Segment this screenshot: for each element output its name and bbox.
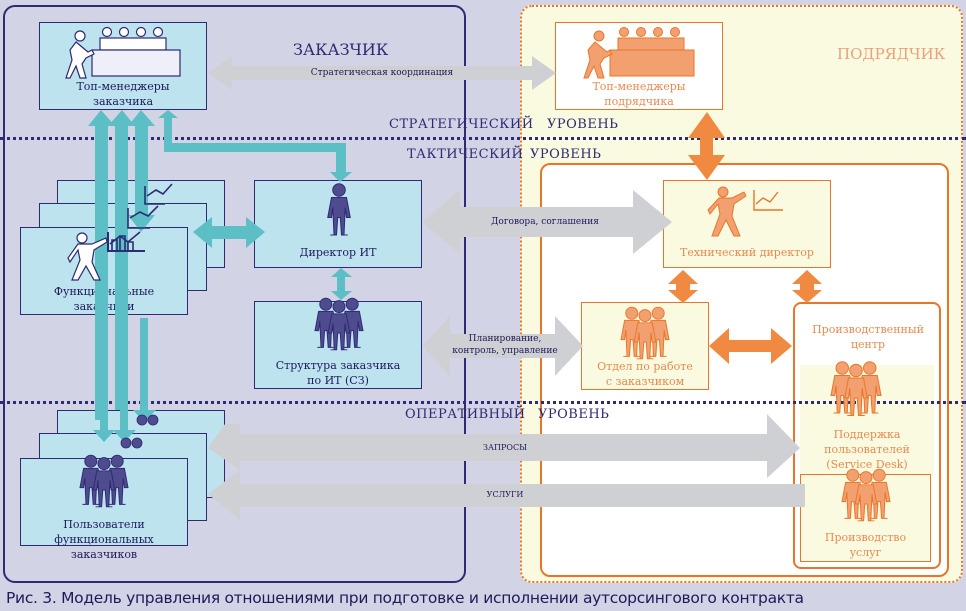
- contracts-label: Договора, соглашения: [491, 217, 599, 227]
- tactical-operational-separator: [0, 401, 966, 404]
- users-label: Пользователи функциональных заказчиков: [54, 518, 154, 561]
- client-department-icon: [621, 307, 669, 359]
- strategic-tactical-separator: [0, 137, 966, 140]
- service-production-label: Производство услуг: [824, 531, 907, 559]
- tech-client-dept-arrow: [668, 270, 698, 303]
- services-arrow: [208, 470, 805, 520]
- functional-to-users-arrow-1: [93, 318, 115, 442]
- teal-arrows: [88, 110, 352, 442]
- service-production-icon: [842, 469, 890, 521]
- it-structure-label: Структура заказчика по ИТ (СЗ): [275, 359, 401, 387]
- client-dept-production-arrow: [709, 328, 792, 364]
- planning-arrow: [422, 316, 583, 376]
- it-director-label: Директор ИТ: [299, 246, 377, 259]
- client-department-label: Отдел по работе с заказчиком: [597, 360, 693, 388]
- tech-production-arrow: [792, 270, 822, 303]
- contractor-title: ПОДРЯДЧИК: [837, 45, 946, 63]
- service-desk-label: Поддержка пользователей (Service Desk): [824, 428, 910, 471]
- orange-arrows: [668, 112, 822, 364]
- level-operational-right: УРОВЕНЬ: [538, 407, 610, 422]
- level-operational-left: ОПЕРАТИВНЫЙ: [405, 407, 526, 422]
- functional-customers-icon: [67, 231, 145, 281]
- topmgr-to-it-director-arrow: [158, 110, 352, 182]
- requests-arrow: [208, 414, 800, 478]
- it-director-structure-arrow: [331, 268, 352, 300]
- level-tactical-right: УРОВЕНЬ: [530, 147, 602, 162]
- it-structure-icon: [315, 298, 363, 350]
- customer-title: ЗАКАЗЧИК: [293, 40, 389, 59]
- tech-director-icon: [707, 186, 783, 237]
- level-strategic-right: УРОВЕНЬ: [547, 117, 619, 132]
- level-strategic-left: СТРАТЕГИЧЕСКИЙ: [389, 117, 534, 132]
- topmgr-to-functional-arrow-1: [88, 110, 115, 420]
- functional-to-users-arrow-2: [113, 318, 136, 442]
- service-desk-icon: [831, 362, 881, 416]
- strategic-coordination-label: Стратегическая координация: [310, 68, 454, 78]
- contractor-topmgr-tech-arrow: [688, 112, 725, 180]
- production-center-label: Производственный центр: [812, 323, 924, 351]
- customer-top-managers-label: Топ-менеджеры заказчика: [76, 80, 170, 108]
- functional-it-director-arrow: [193, 217, 265, 248]
- it-director-icon: [327, 183, 351, 236]
- strategic-coordination-arrow: [208, 56, 556, 90]
- tech-director-box: Технический директор: [663, 180, 831, 268]
- topmgr-to-functional-arrow-3: [128, 110, 155, 232]
- tech-director-label: Технический директор: [680, 246, 814, 259]
- functional-back-chart-icon-1: [127, 205, 159, 229]
- contractor-top-managers-label: Топ-менеджеры подрядчика: [592, 80, 686, 108]
- figure-caption: Рис. 3. Модель управления отношениями пр…: [6, 589, 804, 607]
- customer-top-managers-icon: [65, 26, 181, 79]
- services-label: УСЛУГИ: [486, 490, 524, 499]
- users-icon: [80, 414, 159, 507]
- functional-to-users-arrow-3: [133, 318, 156, 422]
- functional-back-chart-icon-2: [144, 183, 173, 205]
- topmgr-to-functional-arrow-2: [108, 110, 135, 410]
- requests-label: ЗАПРОСЫ: [483, 443, 527, 452]
- contractor-top-managers-icon: [583, 27, 695, 79]
- level-tactical-left: ТАКТИЧЕСКИЙ: [407, 147, 524, 162]
- contracts-arrow: [422, 190, 672, 254]
- planning-label: Планирование, контроль, управление: [452, 334, 558, 356]
